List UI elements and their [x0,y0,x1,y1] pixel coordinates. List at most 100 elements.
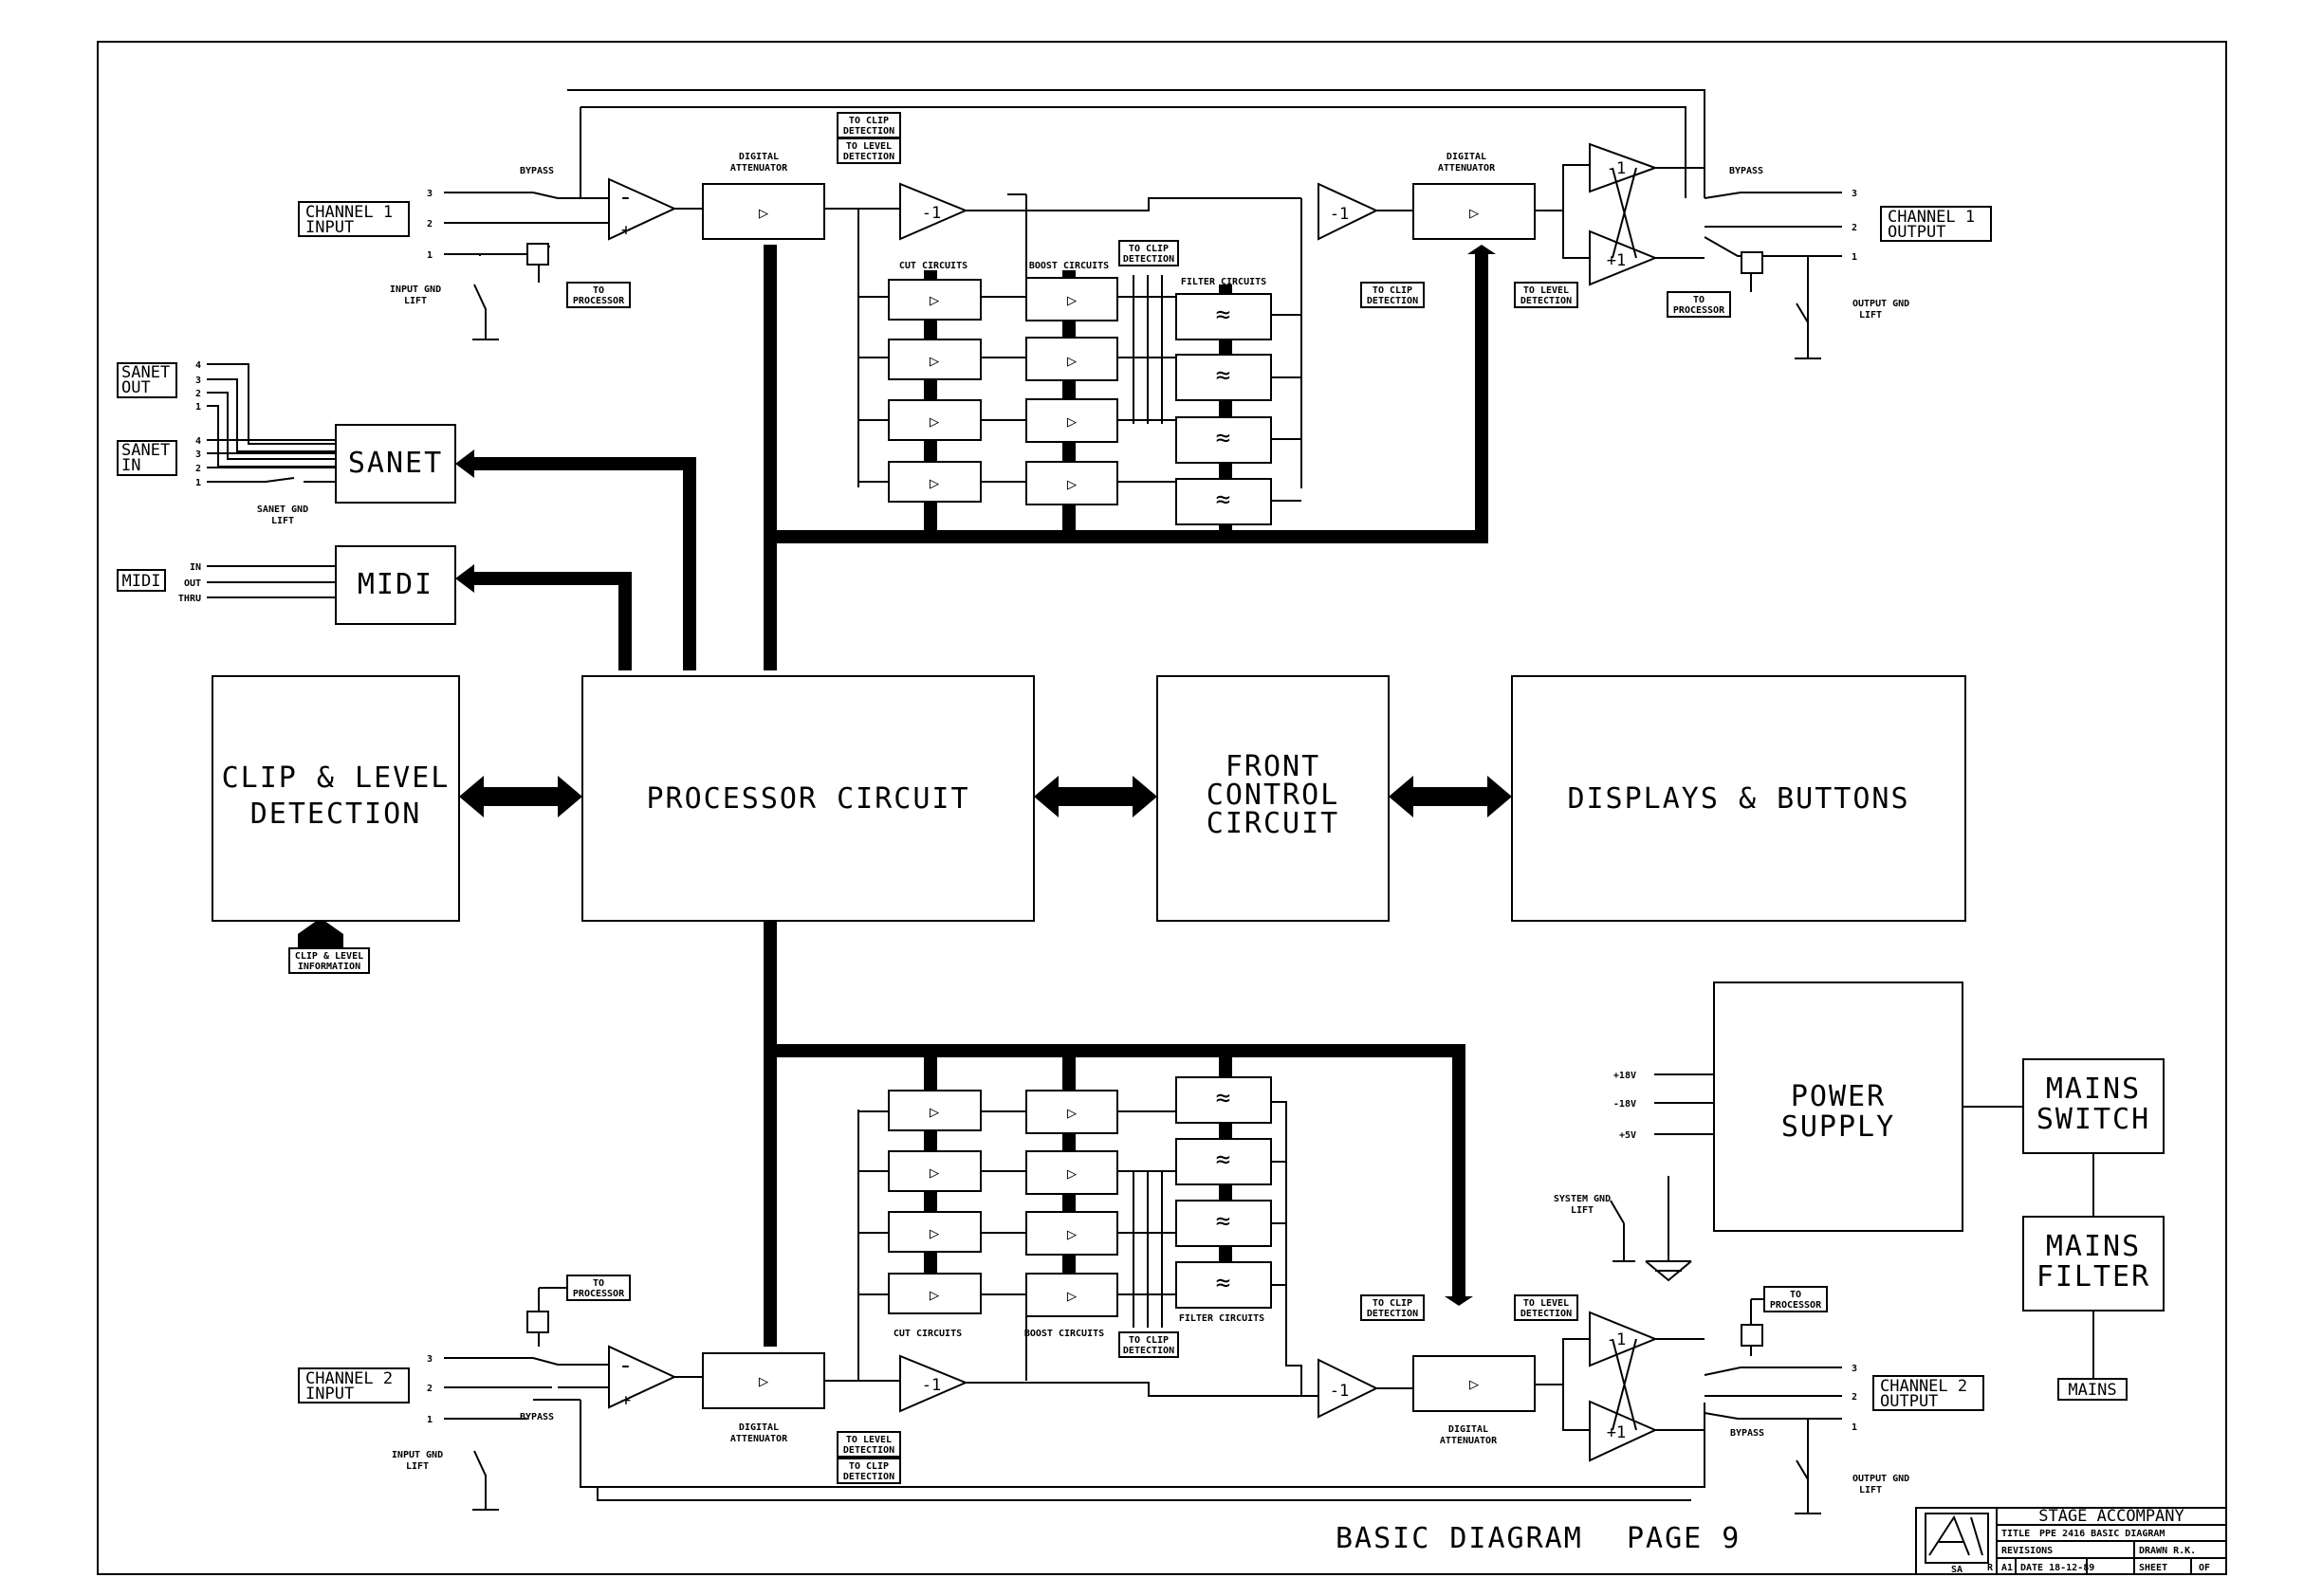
ch1-output-gnd [1795,255,1842,359]
title-block-of: OF [2199,1563,2210,1573]
power-supply-label-2: SUPPLY [1781,1110,1895,1144]
sanet-label: SANET [348,447,443,480]
ch1-tag-clip2-2: DETECTION [1123,254,1174,265]
ch2-att2-label-2: ATTENUATOR [1440,1436,1498,1446]
front-control-circuit-block [1156,675,1390,922]
ch2-tag-clip2-2: DETECTION [1123,1346,1174,1356]
channel-2-glyphs: ▷ ▷ ▷ ▷ ▷ ▷ ▷ ▷ ≈ ≈ ≈ ≈ ▷ ▷ [759,1084,1480,1394]
front-control-label-2: CONTROL [1207,779,1339,812]
channel-1-boxes [888,277,1272,525]
sanet-out-label-2: OUT [121,378,151,397]
ch2-input-label-2: INPUT [305,1385,354,1403]
channel-1-signal-path [444,89,1842,502]
ch1-in-relay [526,243,549,266]
title-block [1915,1507,2227,1575]
ch1-in-pin2: 2 [427,219,433,229]
ch2-tag-clip-1: TO CLIP [849,1461,889,1472]
front-control-label-1: FRONT [1226,750,1320,783]
svg-text:▷: ▷ [1067,1165,1078,1183]
mains-switch-label-1: MAINS [2046,1073,2141,1106]
ch2-att1-label-1: DIGITAL [739,1422,779,1433]
sanet-in-box [117,440,177,476]
svg-text:▷: ▷ [930,413,940,431]
midi-block [335,545,456,625]
ch1-tag-clip3-2: DETECTION [1367,296,1418,306]
title-block-company: STAGE ACCOMPANY [2038,1507,2184,1526]
ch1-in-gnd-lift-1: INPUT GND [390,284,441,295]
displays-buttons-block [1511,675,1966,922]
processor-circuit-label: PROCESSOR CIRCUIT [646,782,969,816]
displays-buttons-label: DISPLAYS & BUTTONS [1567,782,1909,816]
midi-port-in: IN [190,562,201,573]
sanet-out-box [117,362,177,398]
sanet-block [335,424,456,504]
ch2-in-pin2: 2 [427,1384,433,1394]
ch1-out-inv: -1 [1607,159,1626,178]
sanet-in-pin3: 3 [195,449,201,460]
ch1-boost-circuits: BOOST CIRCUITS [1029,261,1109,271]
sanet-gnd-lift-2: LIFT [271,516,294,526]
ch1-out-gnd-lift-2: LIFT [1859,310,1882,321]
svg-text:▷: ▷ [759,204,769,223]
mains-filter-block [2022,1216,2165,1312]
ch2-output-label-2: OUTPUT [1880,1392,1938,1411]
ch2-out-inv: -1 [1607,1330,1626,1349]
ch1-out-bypass-label: BYPASS [1729,166,1763,176]
ch2-cut-circuits: CUT CIRCUITS [894,1329,962,1339]
midi-io-box [117,569,166,592]
svg-text:▷: ▷ [930,474,940,493]
processor-circuit-block [581,675,1035,922]
ch1-inv-2: -1 [1330,205,1349,224]
svg-text:≈: ≈ [1216,1084,1232,1112]
channel-2-signal-path [444,1101,1842,1501]
title-block-size: A1 [2001,1563,2013,1573]
ch2-input-box [298,1367,410,1403]
ch2-tag-proc-1: TO [593,1278,604,1289]
ch2-out-pin2: 2 [1852,1392,1857,1403]
ch1-out-relay [1741,251,1763,274]
svg-text:▷: ▷ [1067,352,1078,371]
midi-label: MIDI [358,568,433,601]
ch1-out-tag-proc-2: PROCESSOR [1673,305,1725,316]
ch2-tag-clip3-1: TO CLIP [1373,1298,1412,1309]
ch1-tag-clip-1: TO CLIP [849,116,889,126]
ch1-tag-clip-2: DETECTION [843,126,894,137]
title-block-drawn: DRAWN R.K. [2139,1546,2196,1556]
ch2-bypass-label: BYPASS [520,1412,554,1422]
system-gnd-switch [1610,1200,1635,1262]
ch1-input-box [298,201,410,237]
svg-text:▷: ▷ [1469,204,1480,223]
sanet-in-pin2: 2 [195,464,201,474]
svg-text:▷: ▷ [1067,475,1078,494]
ch2-tag-level-2: DETECTION [843,1445,894,1456]
ch1-out-pin2: 2 [1852,223,1857,233]
ch1-output-label-1: CHANNEL 1 [1888,208,1975,227]
sanet-out-pin3: 3 [195,376,201,386]
ch2-tag-level2-2: DETECTION [1520,1309,1572,1319]
clip-level-label-1: CLIP & LEVEL [222,761,451,795]
ch1-tag-level2-1: TO LEVEL [1523,285,1569,296]
rail-5v: +5V [1619,1130,1636,1141]
title-block-rev-mark: R [1987,1563,1994,1573]
title-block-logo-text: SA [1951,1565,1963,1575]
system-gnd-lift-2: LIFT [1571,1205,1594,1216]
svg-text:▷: ▷ [930,1286,940,1305]
ch1-out-pin1: 1 [1852,252,1857,263]
ch1-out-gnd-lift-1: OUTPUT GND [1852,299,1909,309]
svg-text:≈: ≈ [1216,486,1232,514]
clip-level-info-box [288,947,370,974]
mains-filter-label-1: MAINS [2046,1230,2141,1263]
svg-text:≈: ≈ [1216,361,1232,390]
ch1-in-pin3: 3 [427,189,433,199]
ch2-filter-circuits: FILTER CIRCUITS [1179,1313,1264,1324]
svg-text:▷: ▷ [930,291,940,310]
svg-text:▷: ▷ [930,1164,940,1183]
ch1-att1-label-1: DIGITAL [739,152,779,162]
ch1-filter-circuits: FILTER CIRCUITS [1181,277,1266,287]
page-frame [97,41,2227,1575]
sanet-in-label-1: SANET [121,441,170,460]
clip-level-info-1: CLIP & LEVEL [295,951,363,962]
svg-text:▷: ▷ [1067,1104,1078,1123]
sanet-out-label-1: SANET [121,363,170,382]
